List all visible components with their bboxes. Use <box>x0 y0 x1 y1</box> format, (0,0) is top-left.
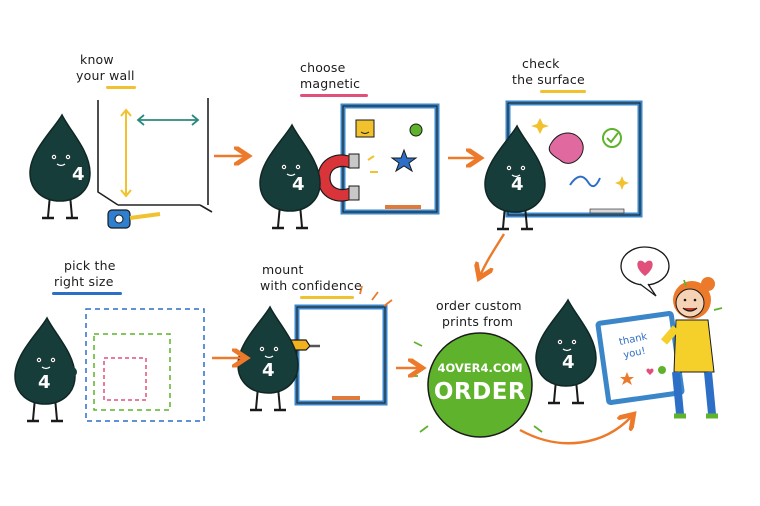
step5-label-line2: with confidence <box>260 278 362 293</box>
order-badge <box>427 332 533 438</box>
step5-label-line1: mount <box>262 262 304 277</box>
order-label-line2: prints from <box>442 314 514 329</box>
step4-scene <box>13 308 205 423</box>
step3-scene <box>483 100 643 231</box>
order-char-number: 4 <box>562 352 575 373</box>
step1-underline <box>106 86 136 89</box>
tape-measure-icon <box>107 209 161 229</box>
step4-underline <box>52 292 122 295</box>
step5-underline <box>300 296 354 299</box>
step5-scene <box>236 285 393 412</box>
step4-label-line2: right size <box>54 274 114 289</box>
order-badge-action: ORDER <box>433 379 527 405</box>
step2-label-line1: choose <box>300 60 346 75</box>
step1-char-number: 4 <box>72 164 85 185</box>
step1-scene <box>28 98 213 229</box>
step2-scene <box>258 103 440 230</box>
order-scene <box>408 246 723 438</box>
thank-you-card <box>595 310 685 406</box>
step4-label-line1: pick the <box>64 258 116 273</box>
card-text-line2: you! <box>622 346 646 361</box>
step1-label-line1: know <box>80 52 114 67</box>
flow-arrows <box>212 156 632 445</box>
step2-label-line2: magnetic <box>300 76 361 91</box>
step2-underline <box>300 94 368 97</box>
magnet-icon <box>317 153 360 202</box>
order-badge-site: 4OVER4.COM <box>437 361 523 375</box>
step3-underline <box>540 90 586 93</box>
step4-char-number: 4 <box>38 372 51 393</box>
step1-label-line2: your wall <box>76 68 135 83</box>
order-label-line1: order custom <box>436 298 522 313</box>
step3-label-line1: check <box>522 56 560 71</box>
step5-char-number: 4 <box>262 360 275 381</box>
step3-char-number: 4 <box>511 174 524 195</box>
arrow-order-card <box>519 416 632 445</box>
arrow-step3-step6 <box>480 233 506 276</box>
happy-person <box>660 277 718 419</box>
step3-label-line2: the surface <box>512 72 585 87</box>
step2-char-number: 4 <box>292 174 305 195</box>
heart-bubble-icon <box>620 246 670 297</box>
